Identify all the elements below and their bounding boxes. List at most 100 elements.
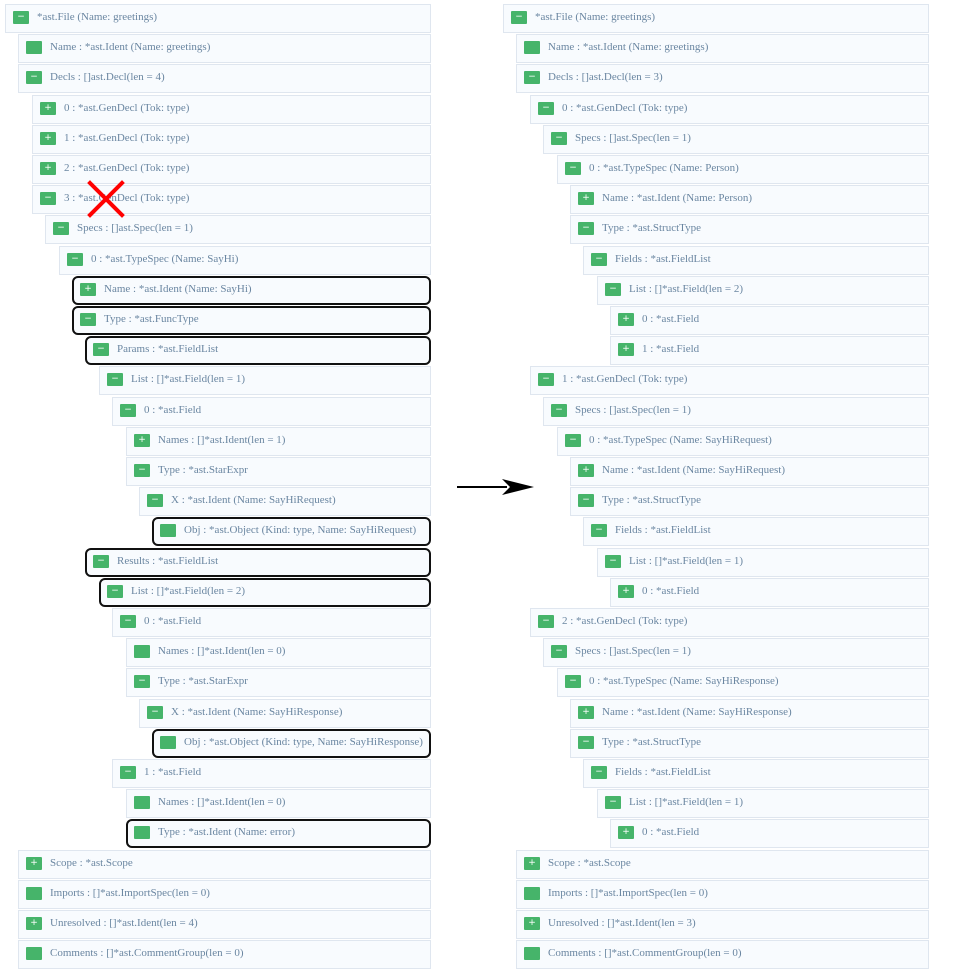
tree-node-0-ast-typespec-name-sayhirequest[interactable]: −0 : *ast.TypeSpec (Name: SayHiRequest) (557, 427, 929, 456)
expand-toggle-icon[interactable]: + (618, 313, 634, 326)
tree-node-0-ast-gendecl-tok-type[interactable]: −0 : *ast.GenDecl (Tok: type) (530, 95, 929, 124)
collapse-toggle-icon[interactable]: − (538, 615, 554, 628)
collapse-toggle-icon[interactable]: − (80, 313, 96, 326)
tree-node-name-ast-ident-name-sayhirequest[interactable]: +Name : *ast.Ident (Name: SayHiRequest) (570, 457, 929, 486)
collapse-toggle-icon[interactable]: − (591, 524, 607, 537)
tree-node-fields-ast-fieldlist[interactable]: −Fields : *ast.FieldList (583, 759, 929, 788)
tree-node-type-ast-ident-name-error[interactable]: Type : *ast.Ident (Name: error) (126, 819, 431, 848)
tree-node-comments-ast-commentgroup-len-0[interactable]: Comments : []*ast.CommentGroup(len = 0) (18, 940, 431, 969)
tree-node-1-ast-field[interactable]: +1 : *ast.Field (610, 336, 929, 365)
tree-node-type-ast-structtype[interactable]: −Type : *ast.StructType (570, 215, 929, 244)
tree-node-fields-ast-fieldlist[interactable]: −Fields : *ast.FieldList (583, 517, 929, 546)
collapse-toggle-icon[interactable]: − (565, 162, 581, 175)
collapse-toggle-icon[interactable]: − (605, 555, 621, 568)
tree-node-list-ast-field-len-1[interactable]: −List : []*ast.Field(len = 1) (597, 789, 929, 818)
collapse-toggle-icon[interactable]: − (565, 675, 581, 688)
tree-node-ast-file-name-greetings[interactable]: −*ast.File (Name: greetings) (503, 4, 929, 33)
tree-node-list-ast-field-len-2[interactable]: −List : []*ast.Field(len = 2) (99, 578, 431, 607)
tree-node-0-ast-typespec-name-person[interactable]: −0 : *ast.TypeSpec (Name: Person) (557, 155, 929, 184)
tree-node-imports-ast-importspec-len-0[interactable]: Imports : []*ast.ImportSpec(len = 0) (18, 880, 431, 909)
tree-node-names-ast-ident-len-0[interactable]: Names : []*ast.Ident(len = 0) (126, 789, 431, 818)
collapse-toggle-icon[interactable]: − (591, 253, 607, 266)
tree-node-type-ast-structtype[interactable]: −Type : *ast.StructType (570, 487, 929, 516)
tree-node-type-ast-starexpr[interactable]: −Type : *ast.StarExpr (126, 668, 431, 697)
collapse-toggle-icon[interactable]: − (551, 404, 567, 417)
expand-toggle-icon[interactable]: + (40, 132, 56, 145)
tree-node-obj-ast-object-kind-type-name-sayhirequest[interactable]: Obj : *ast.Object (Kind: type, Name: Say… (152, 517, 431, 546)
tree-node-type-ast-functype[interactable]: −Type : *ast.FuncType (72, 306, 431, 335)
collapse-toggle-icon[interactable]: − (53, 222, 69, 235)
collapse-toggle-icon[interactable]: − (605, 283, 621, 296)
tree-node-imports-ast-importspec-len-0[interactable]: Imports : []*ast.ImportSpec(len = 0) (516, 880, 929, 909)
tree-node-comments-ast-commentgroup-len-0[interactable]: Comments : []*ast.CommentGroup(len = 0) (516, 940, 929, 969)
collapse-toggle-icon[interactable]: − (147, 706, 163, 719)
expand-toggle-icon[interactable]: + (524, 917, 540, 930)
collapse-toggle-icon[interactable]: − (578, 494, 594, 507)
collapse-toggle-icon[interactable]: − (565, 434, 581, 447)
collapse-toggle-icon[interactable]: − (40, 192, 56, 205)
tree-node-0-ast-field[interactable]: +0 : *ast.Field (610, 819, 929, 848)
collapse-toggle-icon[interactable]: − (13, 11, 29, 24)
tree-node-type-ast-starexpr[interactable]: −Type : *ast.StarExpr (126, 457, 431, 486)
tree-node-specs-ast-spec-len-1[interactable]: −Specs : []ast.Spec(len = 1) (543, 397, 929, 426)
tree-node-obj-ast-object-kind-type-name-sayhiresponse[interactable]: Obj : *ast.Object (Kind: type, Name: Say… (152, 729, 431, 758)
tree-node-0-ast-gendecl-tok-type[interactable]: +0 : *ast.GenDecl (Tok: type) (32, 95, 431, 124)
collapse-toggle-icon[interactable]: − (120, 615, 136, 628)
tree-node-2-ast-gendecl-tok-type[interactable]: +2 : *ast.GenDecl (Tok: type) (32, 155, 431, 184)
collapse-toggle-icon[interactable]: − (578, 222, 594, 235)
tree-node-x-ast-ident-name-sayhirequest[interactable]: −X : *ast.Ident (Name: SayHiRequest) (139, 487, 431, 516)
collapse-toggle-icon[interactable]: − (538, 102, 554, 115)
collapse-toggle-icon[interactable]: − (551, 645, 567, 658)
expand-toggle-icon[interactable]: + (80, 283, 96, 296)
tree-node-0-ast-field[interactable]: +0 : *ast.Field (610, 306, 929, 335)
tree-node-name-ast-ident-name-sayhi[interactable]: +Name : *ast.Ident (Name: SayHi) (72, 276, 431, 305)
tree-node-1-ast-field[interactable]: −1 : *ast.Field (112, 759, 431, 788)
collapse-toggle-icon[interactable]: − (134, 464, 150, 477)
expand-toggle-icon[interactable]: + (578, 706, 594, 719)
tree-node-list-ast-field-len-1[interactable]: −List : []*ast.Field(len = 1) (597, 548, 929, 577)
collapse-toggle-icon[interactable]: − (93, 343, 109, 356)
tree-node-0-ast-field[interactable]: −0 : *ast.Field (112, 397, 431, 426)
tree-node-scope-ast-scope[interactable]: +Scope : *ast.Scope (516, 850, 929, 879)
tree-node-specs-ast-spec-len-1[interactable]: −Specs : []ast.Spec(len = 1) (45, 215, 431, 244)
collapse-toggle-icon[interactable]: − (538, 373, 554, 386)
tree-node-1-ast-gendecl-tok-type[interactable]: +1 : *ast.GenDecl (Tok: type) (32, 125, 431, 154)
tree-node-list-ast-field-len-2[interactable]: −List : []*ast.Field(len = 2) (597, 276, 929, 305)
tree-node-0-ast-field[interactable]: +0 : *ast.Field (610, 578, 929, 607)
tree-node-name-ast-ident-name-sayhiresponse[interactable]: +Name : *ast.Ident (Name: SayHiResponse) (570, 699, 929, 728)
tree-node-unresolved-ast-ident-len-4[interactable]: +Unresolved : []*ast.Ident(len = 4) (18, 910, 431, 939)
collapse-toggle-icon[interactable]: − (134, 675, 150, 688)
tree-node-2-ast-gendecl-tok-type[interactable]: −2 : *ast.GenDecl (Tok: type) (530, 608, 929, 637)
tree-node-0-ast-field[interactable]: −0 : *ast.Field (112, 608, 431, 637)
tree-node-ast-file-name-greetings[interactable]: −*ast.File (Name: greetings) (5, 4, 431, 33)
collapse-toggle-icon[interactable]: − (511, 11, 527, 24)
collapse-toggle-icon[interactable]: − (591, 766, 607, 779)
tree-node-names-ast-ident-len-1[interactable]: +Names : []*ast.Ident(len = 1) (126, 427, 431, 456)
collapse-toggle-icon[interactable]: − (524, 71, 540, 84)
collapse-toggle-icon[interactable]: − (605, 796, 621, 809)
expand-toggle-icon[interactable]: + (40, 162, 56, 175)
expand-toggle-icon[interactable]: + (618, 343, 634, 356)
collapse-toggle-icon[interactable]: − (578, 736, 594, 749)
tree-node-type-ast-structtype[interactable]: −Type : *ast.StructType (570, 729, 929, 758)
tree-node-decls-ast-decl-len-3[interactable]: −Decls : []ast.Decl(len = 3) (516, 64, 929, 93)
expand-toggle-icon[interactable]: + (40, 102, 56, 115)
tree-node-fields-ast-fieldlist[interactable]: −Fields : *ast.FieldList (583, 246, 929, 275)
collapse-toggle-icon[interactable]: − (120, 766, 136, 779)
collapse-toggle-icon[interactable]: − (551, 132, 567, 145)
expand-toggle-icon[interactable]: + (618, 826, 634, 839)
tree-node-decls-ast-decl-len-4[interactable]: −Decls : []ast.Decl(len = 4) (18, 64, 431, 93)
tree-node-list-ast-field-len-1[interactable]: −List : []*ast.Field(len = 1) (99, 366, 431, 395)
collapse-toggle-icon[interactable]: − (93, 555, 109, 568)
collapse-toggle-icon[interactable]: − (107, 373, 123, 386)
collapse-toggle-icon[interactable]: − (120, 404, 136, 417)
expand-toggle-icon[interactable]: + (618, 585, 634, 598)
tree-node-0-ast-typespec-name-sayhiresponse[interactable]: −0 : *ast.TypeSpec (Name: SayHiResponse) (557, 668, 929, 697)
expand-toggle-icon[interactable]: + (524, 857, 540, 870)
collapse-toggle-icon[interactable]: − (107, 585, 123, 598)
tree-node-name-ast-ident-name-greetings[interactable]: Name : *ast.Ident (Name: greetings) (516, 34, 929, 63)
expand-toggle-icon[interactable]: + (578, 464, 594, 477)
tree-node-name-ast-ident-name-greetings[interactable]: Name : *ast.Ident (Name: greetings) (18, 34, 431, 63)
expand-toggle-icon[interactable]: + (578, 192, 594, 205)
tree-node-unresolved-ast-ident-len-3[interactable]: +Unresolved : []*ast.Ident(len = 3) (516, 910, 929, 939)
